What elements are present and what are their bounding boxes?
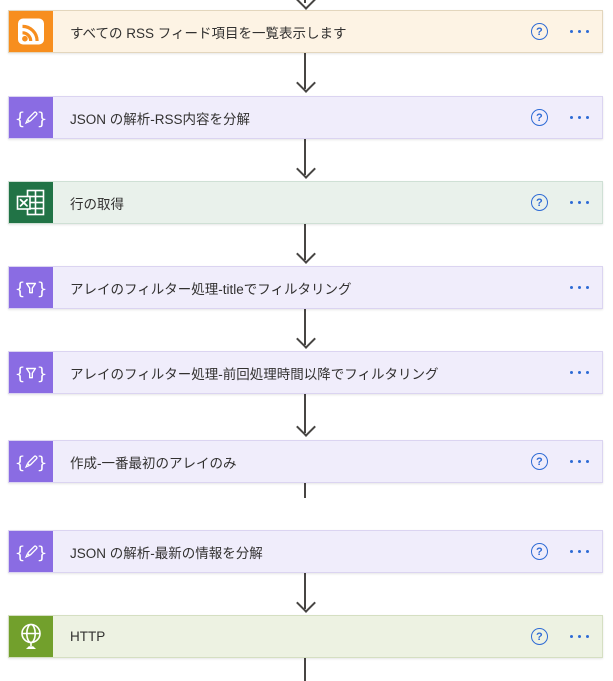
action-card-http[interactable]: HTTP ? [8, 615, 603, 658]
connector-line [304, 0, 306, 3]
card-title: 作成-一番最初のアレイのみ [70, 455, 237, 471]
help-glyph: ? [535, 630, 543, 643]
card-actions: ? [569, 364, 589, 381]
action-card-filter-array-time[interactable]: { } アレイのフィルター処理-前回処理時間以降でフィルタリング ? [8, 351, 603, 394]
card-actions: ? [530, 543, 589, 560]
action-card-excel-get-rows[interactable]: 行の取得 ? [8, 181, 603, 224]
card-title: 行の取得 [70, 196, 124, 212]
card-title: すべての RSS フィード項目を一覧表示します [70, 25, 347, 41]
card-actions: ? [530, 628, 589, 645]
action-card-rss-trigger[interactable]: すべての RSS フィード項目を一覧表示します ? [8, 10, 603, 53]
arrowhead-icon [296, 593, 316, 613]
svg-text:{: { [15, 454, 26, 474]
help-button[interactable]: ? [530, 628, 548, 645]
action-card-compose[interactable]: { } 作成-一番最初のアレイのみ ? [8, 440, 603, 483]
help-glyph: ? [535, 111, 543, 124]
svg-text:}: } [37, 110, 48, 130]
card-title: HTTP [70, 629, 106, 644]
connector-line [304, 573, 306, 609]
help-button[interactable]: ? [530, 23, 548, 40]
action-card-parse-json-latest[interactable]: { } JSON の解析-最新の情報を分解 ? [8, 530, 603, 573]
help-glyph: ? [535, 196, 543, 209]
more-menu-button[interactable] [569, 453, 589, 470]
more-menu-button[interactable] [569, 109, 589, 126]
more-menu-button[interactable] [569, 543, 589, 560]
svg-text:{: { [15, 110, 26, 130]
action-card-filter-array-title[interactable]: { } アレイのフィルター処理-titleでフィルタリング ? [8, 266, 603, 309]
arrowhead-icon [296, 329, 316, 349]
more-menu-button[interactable] [569, 628, 589, 645]
compose-icon: { } [9, 441, 53, 482]
help-button[interactable]: ? [530, 543, 548, 560]
help-glyph: ? [535, 545, 543, 558]
connector-line [304, 309, 306, 345]
arrowhead-icon [296, 417, 316, 437]
more-menu-button[interactable] [569, 194, 589, 211]
svg-text:}: } [37, 365, 48, 385]
card-actions: ? [569, 279, 589, 296]
card-title: アレイのフィルター処理-titleでフィルタリング [70, 281, 352, 297]
card-actions: ? [530, 23, 589, 40]
json-parse-icon: { } [9, 97, 53, 138]
arrowhead-icon [296, 73, 316, 93]
more-menu-button[interactable] [569, 279, 589, 296]
card-title: JSON の解析-最新の情報を分解 [70, 545, 263, 561]
filter-array-icon: { } [9, 352, 53, 393]
help-button[interactable]: ? [530, 109, 548, 126]
connector-line [304, 394, 306, 433]
connector-line [304, 658, 306, 681]
excel-icon [9, 182, 53, 223]
connector-line [304, 139, 306, 175]
action-card-parse-json-rss[interactable]: { } JSON の解析-RSS内容を分解 ? [8, 96, 603, 139]
http-globe-icon [9, 616, 53, 657]
more-menu-button[interactable] [569, 23, 589, 40]
help-button[interactable]: ? [530, 453, 548, 470]
svg-text:{: { [15, 280, 26, 300]
help-glyph: ? [535, 25, 543, 38]
svg-text:}: } [37, 544, 48, 564]
connector-line [304, 224, 306, 260]
more-menu-button[interactable] [569, 364, 589, 381]
card-title: アレイのフィルター処理-前回処理時間以降でフィルタリング [70, 366, 439, 382]
help-glyph: ? [535, 455, 543, 468]
help-button[interactable]: ? [530, 194, 548, 211]
card-actions: ? [530, 109, 589, 126]
connector-line [304, 483, 306, 498]
svg-text:}: } [37, 280, 48, 300]
svg-text:{: { [15, 365, 26, 385]
arrowhead-icon [296, 244, 316, 264]
json-parse-icon: { } [9, 531, 53, 572]
filter-array-icon: { } [9, 267, 53, 308]
card-title: JSON の解析-RSS内容を分解 [70, 111, 251, 127]
rss-icon [9, 11, 53, 52]
connector-line [304, 53, 306, 89]
svg-text:{: { [15, 544, 26, 564]
arrowhead-icon [296, 159, 316, 179]
card-actions: ? [530, 453, 589, 470]
arrowhead-icon [296, 0, 316, 10]
svg-text:}: } [37, 454, 48, 474]
card-actions: ? [530, 194, 589, 211]
